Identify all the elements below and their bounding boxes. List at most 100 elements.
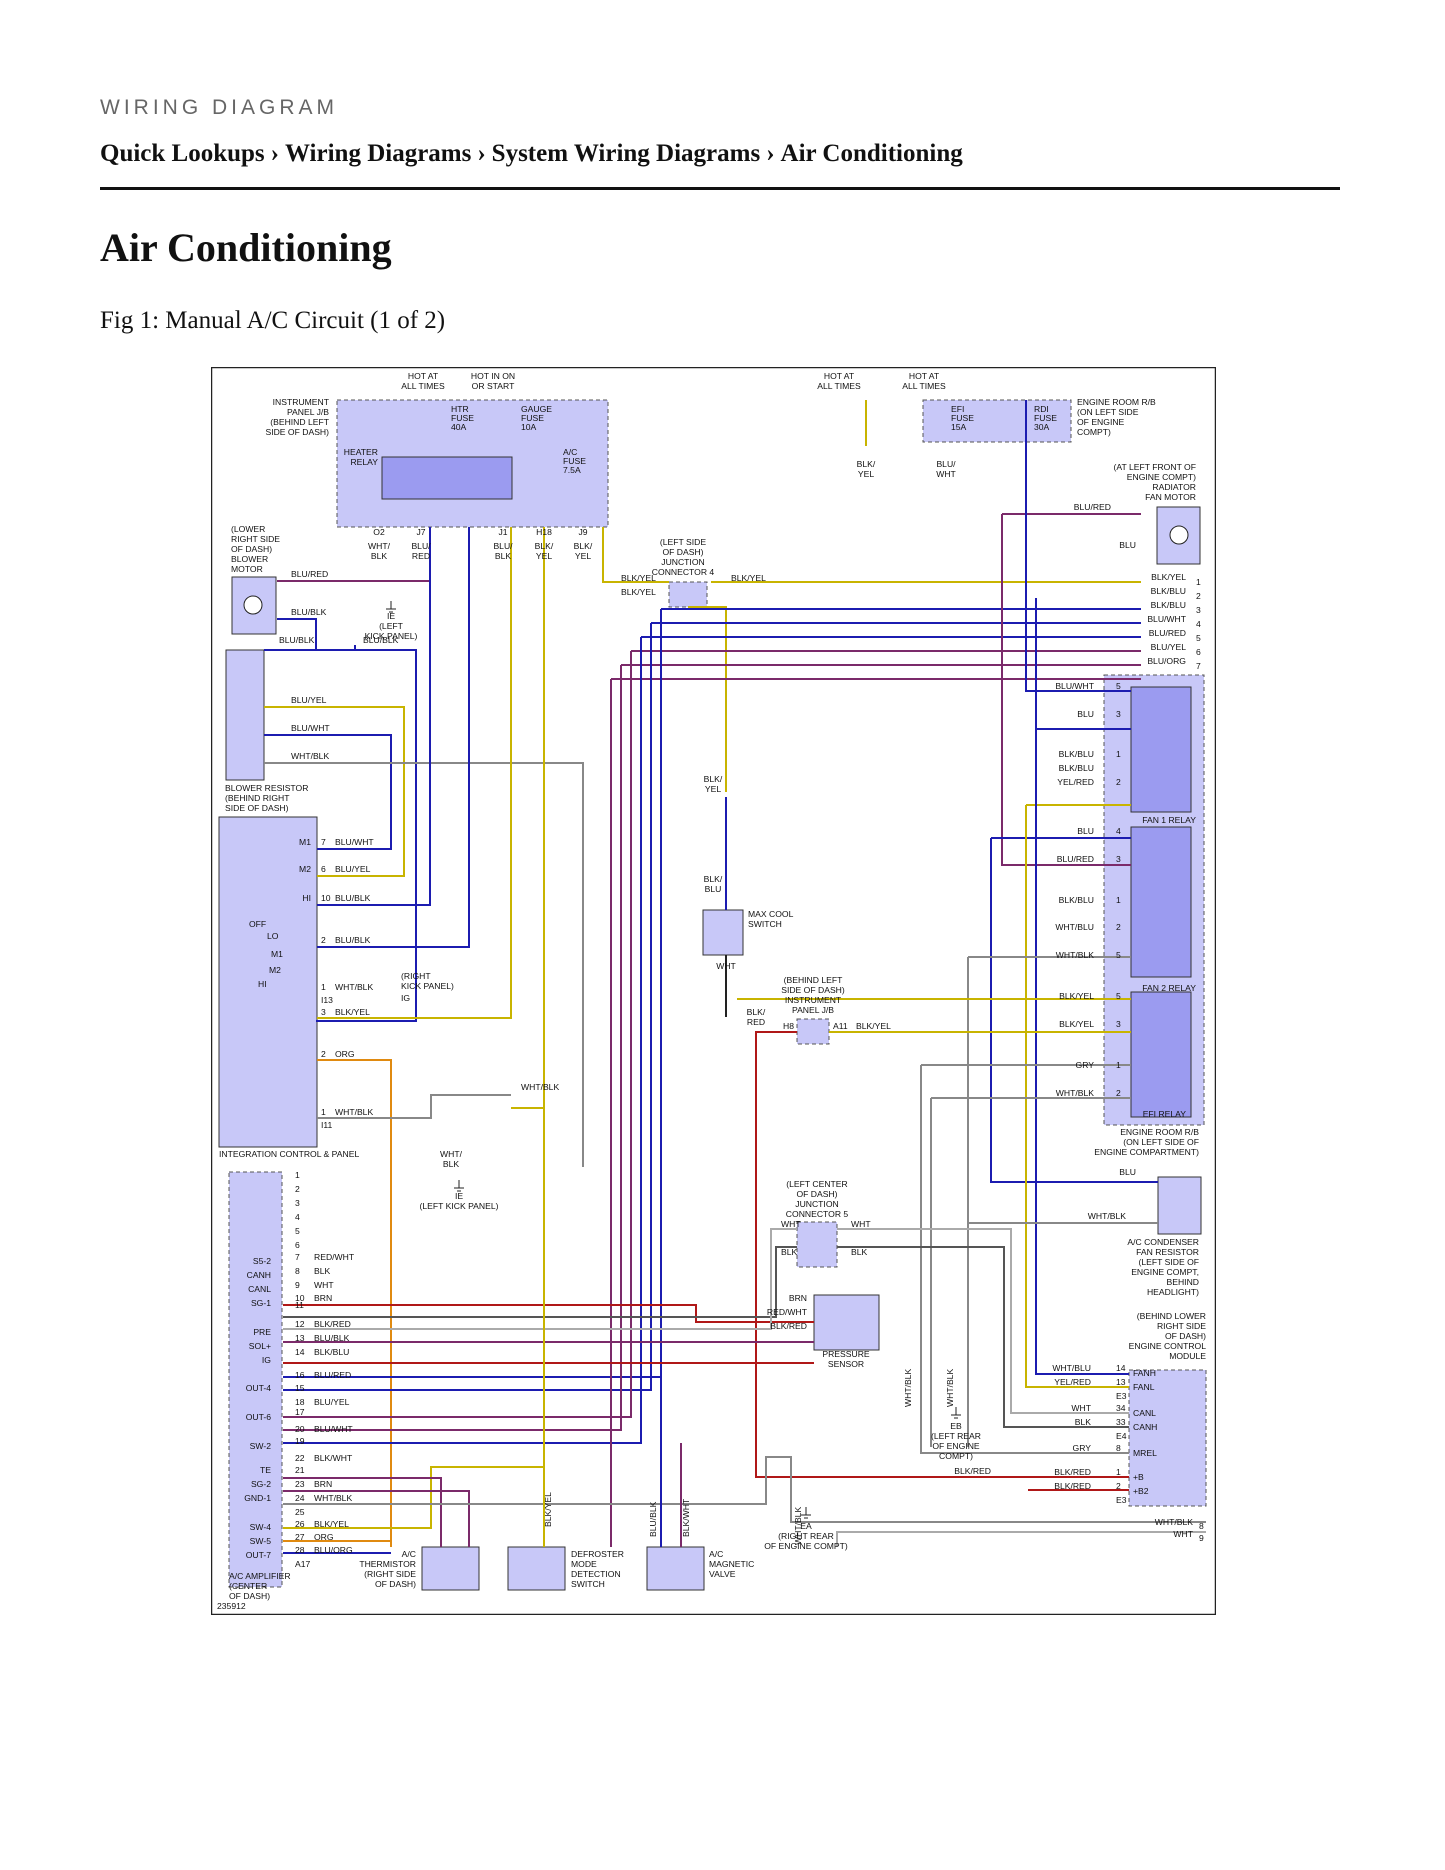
stack: YEL: [575, 551, 591, 561]
fan2-wire: BLU/RED: [1057, 854, 1094, 864]
fan2-wire: WHT/BLU: [1055, 922, 1094, 932]
ipjb2-2: SIDE OF DASH): [781, 985, 845, 995]
rdi-fuse-2: FUSE: [1034, 413, 1057, 423]
pressure-sensor-2: SENSOR: [828, 1359, 864, 1369]
page-kicker: WIRING DIAGRAM: [100, 96, 338, 119]
amp-pin: 8: [295, 1266, 300, 1276]
amp-pin: 13: [295, 1333, 305, 1343]
amp-wire: BLK/YEL: [314, 1519, 349, 1529]
fan1-wire: BLK/BLU: [1059, 749, 1094, 759]
wire-amp-harness-6: [283, 665, 622, 1431]
icp-switch-lo: LO: [267, 931, 279, 941]
amp-pin: 7: [295, 1252, 300, 1262]
wire-label-brn-ps: BRN: [789, 1293, 807, 1303]
wire-wht-blk-gnd1: [283, 1456, 1206, 1523]
wire-label-blk-yel-jc4: BLK/YEL: [621, 573, 656, 583]
cfr-3: (LEFT SIDE OF: [1139, 1257, 1199, 1267]
fan2-pin: 4: [1116, 826, 1121, 836]
thermistor-1: A/C: [402, 1549, 416, 1559]
amp-pin: 18: [295, 1397, 305, 1407]
amp-pin: 22: [295, 1453, 305, 1463]
efi-wire: BLK/YEL: [1059, 991, 1094, 1001]
ground-eb-3: OF ENGINE: [932, 1441, 980, 1451]
breadcrumb-item[interactable]: Wiring Diagrams: [285, 140, 472, 167]
harness-wire: BLK/BLU: [1151, 600, 1186, 610]
amp-label-2: (CENTER: [229, 1581, 267, 1591]
valve-2: MAGNETIC: [709, 1559, 754, 1569]
amp-pin: 9: [295, 1280, 300, 1290]
wht-blk-stack-2: BLK: [443, 1159, 460, 1169]
icp-pin: 3: [321, 1007, 326, 1017]
blower-resistor-1: BLOWER RESISTOR: [225, 783, 308, 793]
ground-eb-1: EB: [950, 1421, 962, 1431]
ecm-extra-wire: WHT: [1173, 1529, 1193, 1539]
vert-blu-blk: BLU/BLK: [648, 1501, 658, 1537]
icp-pin: 6: [321, 864, 326, 874]
page-title: Air Conditioning: [100, 225, 392, 270]
icp-terminals: M1 7 BLU/WHT M2 6 BLU/YEL HI 10 BLU/BLK …: [249, 837, 559, 1211]
amp-wire: BLK/WHT: [314, 1453, 353, 1463]
fan1-pin: 5: [1116, 681, 1121, 691]
defroster-4: SWITCH: [571, 1579, 605, 1589]
wire-blu-condenser: [990, 838, 1158, 1183]
wiring-diagram: HOT AT ALL TIMES HOT IN ON OR START INST…: [211, 367, 1216, 1615]
wire-blu-blk-blower: [277, 618, 417, 1022]
amp-pin: 10: [295, 1293, 305, 1303]
wire-label-blk-yel-harness: BLK/YEL: [731, 573, 766, 583]
fan1-wire: YEL/RED: [1057, 777, 1094, 787]
jc5-2: OF DASH): [796, 1189, 837, 1199]
icp-term: M2: [299, 864, 311, 874]
breadcrumb-item[interactable]: Air Conditioning: [780, 140, 963, 167]
ipjb2-3: INSTRUMENT: [785, 995, 842, 1005]
defroster-switch: [507, 1546, 566, 1591]
amp-term: IG: [262, 1355, 271, 1365]
icp-switch-m2: M2: [269, 965, 281, 975]
vert-blk-yel: BLK/YEL: [543, 1492, 553, 1527]
wire-label-blu-blk-3: BLU/BLK: [363, 635, 399, 645]
efi-fuse-2: FUSE: [951, 413, 974, 423]
wire-brn-sg2: [283, 1490, 470, 1547]
ecm-pin: 8: [1116, 1443, 1121, 1453]
heater-relay-1: HEATER: [344, 447, 378, 457]
ecm-pin: 33: [1116, 1417, 1126, 1427]
amp-wire: BLU/WHT: [314, 1424, 353, 1434]
wire-label-blu-yel: BLU/YEL: [291, 695, 327, 705]
breadcrumb-item[interactable]: System Wiring Diagrams: [491, 140, 761, 167]
icp-switch-hi: HI: [258, 979, 267, 989]
pin-j1: J1: [498, 527, 507, 537]
rdi-fuse-1: RDI: [1034, 404, 1049, 414]
ground-ea-2: (RIGHT REAR: [778, 1531, 834, 1541]
wire-label-wht-blk-4: WHT/BLK: [521, 1082, 559, 1092]
wire-amp-harness-4: [283, 637, 642, 1444]
amp-wire: BLU/YEL: [314, 1397, 350, 1407]
hot-in-on-2: OR START: [472, 381, 515, 391]
fan1-pin: 2: [1116, 777, 1121, 787]
wire-wht-blk-resistor: [264, 762, 584, 1167]
icp-switch-off: OFF: [249, 919, 266, 929]
wire-blu-red-fan2: [1001, 514, 1131, 866]
pressure-sensor: [813, 1294, 880, 1351]
ecm-3: OF DASH): [1165, 1331, 1206, 1341]
breadcrumb-separator: ›: [766, 140, 775, 167]
amp-pin: 11: [295, 1300, 304, 1310]
ig-label: IG: [401, 993, 410, 1003]
ground-eb-4: COMPT): [939, 1451, 973, 1461]
ecm-pin: 2: [1116, 1481, 1121, 1491]
jc5-1: (LEFT CENTER: [786, 1179, 847, 1189]
icp-term: HI: [302, 893, 311, 903]
hot-at-all-times-5: HOT AT: [909, 371, 940, 381]
stack: BLK: [371, 551, 388, 561]
pin-h8: H8: [783, 1021, 794, 1031]
amp-pin: 26: [295, 1519, 305, 1529]
ecm-pin: 13: [1116, 1377, 1126, 1387]
icp-pin: 10: [321, 893, 331, 903]
ecm-4: ENGINE CONTROL: [1129, 1341, 1207, 1351]
stack: WHT/: [368, 541, 391, 551]
breadcrumb-item[interactable]: Quick Lookups: [100, 140, 265, 167]
ecm-wire: BLK/RED: [1054, 1467, 1091, 1477]
thermistor-2: THERMISTOR: [359, 1559, 416, 1569]
wire-label-blu-blk-2: BLU/BLK: [279, 635, 315, 645]
ecm-term: FANH: [1133, 1368, 1156, 1378]
left-component-labels: (LOWER RIGHT SIDE OF DASH) BLOWER MOTOR …: [219, 524, 418, 1159]
thermistor-4: OF DASH): [375, 1579, 416, 1589]
